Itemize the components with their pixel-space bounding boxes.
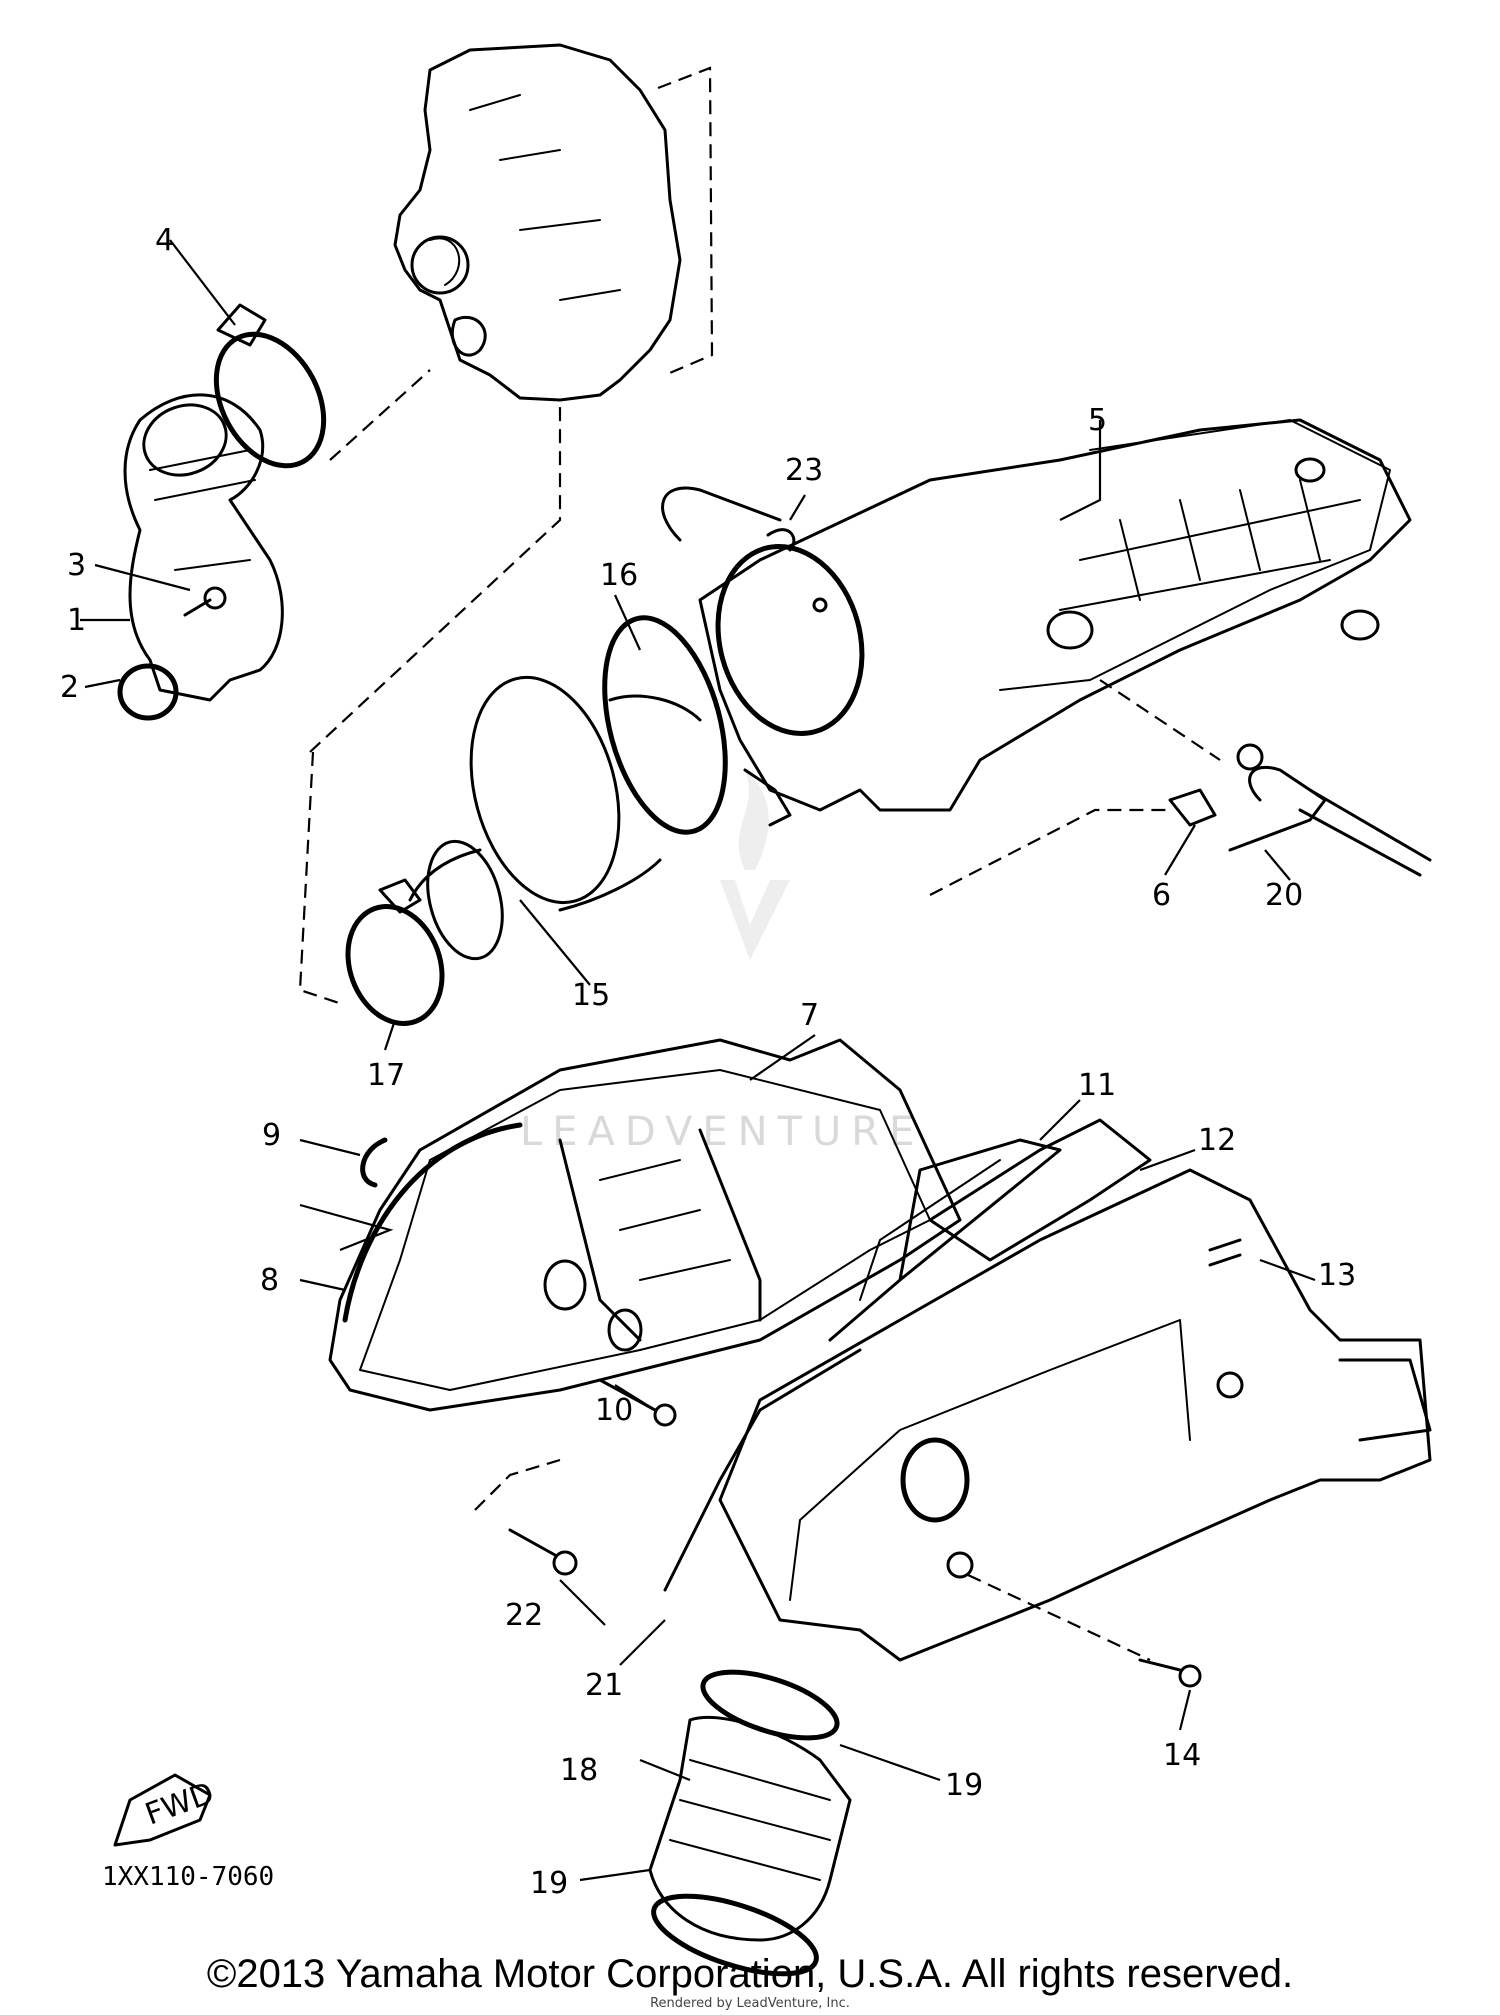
engine-housing [393, 43, 714, 402]
case-leader-dashed [929, 808, 1170, 896]
callout-20: 20 [1265, 878, 1303, 913]
callout-17: 17 [367, 1058, 405, 1093]
watermark-logo [720, 770, 790, 960]
callout-18: 18 [560, 1753, 598, 1788]
callout-16: 16 [600, 558, 638, 593]
callout-23: 23 [785, 453, 823, 488]
part-23-hose-clip [766, 528, 796, 552]
part-16-band [602, 615, 728, 835]
part-20-hose [1228, 743, 1432, 877]
hose-leader-dashed [1099, 679, 1221, 761]
callout-leaders [80, 239, 1316, 1882]
part-2-o-ring [117, 663, 179, 721]
part-4-clamp [213, 303, 327, 469]
drawing-code: 1XX110-7060 [102, 1862, 274, 1892]
part-12-element [928, 1118, 1152, 1262]
callout-5: 5 [1088, 403, 1107, 438]
part-9-ring [360, 1137, 388, 1188]
callout-15: 15 [572, 978, 610, 1013]
callout-6: 6 [1152, 878, 1171, 913]
callout-22: 22 [505, 1598, 543, 1633]
callout-13: 13 [1318, 1258, 1356, 1293]
part-6-fitting [1168, 788, 1217, 827]
callout-1: 1 [67, 603, 86, 638]
callout-4: 4 [155, 223, 174, 258]
part-19-clamp-lower [651, 1893, 819, 1977]
callout-21: 21 [585, 1668, 623, 1703]
assembly-frame-top [309, 400, 562, 753]
part-8-gasket [299, 1122, 523, 1323]
bolt-leader-dashed [474, 1458, 561, 1511]
callout-7: 7 [800, 998, 819, 1033]
callout-10: 10 [595, 1393, 633, 1428]
part-15-joint [408, 675, 702, 961]
part-17-clamp [345, 768, 792, 1026]
part-22-bolt [508, 1528, 578, 1576]
part-21-seal [663, 1348, 862, 1592]
part-11-element [828, 1138, 1062, 1342]
part-13-case-cap [718, 1168, 1432, 1662]
screw-leader-dashed [967, 1574, 1151, 1661]
rendered-by-credit: Rendered by LeadVenture, Inc. [650, 1996, 850, 2011]
fwd-label: FWD [141, 1776, 219, 1833]
part-7-air-cleaner-case [328, 1038, 962, 1412]
part-14-screw [1138, 1658, 1202, 1688]
part-1-intake-joint [123, 393, 284, 702]
watermark-text: LEADVENTURE [520, 1109, 924, 1155]
part-19-clamp-upper [700, 1669, 840, 1741]
joint-leader-line [329, 369, 431, 461]
callout-12: 12 [1198, 1123, 1236, 1158]
callout-2: 2 [60, 670, 79, 705]
copyright-notice: ©2013 Yamaha Motor Corporation, U.S.A. A… [206, 1952, 1294, 1996]
callout-19-lower: 19 [530, 1866, 568, 1901]
forward-arrow-icon [113, 1773, 212, 1847]
callout-11: 11 [1078, 1068, 1116, 1103]
assembly-frame-left [298, 751, 346, 1007]
part-3-screw [183, 586, 227, 617]
part-5-air-box-case [661, 418, 1412, 812]
callout-8: 8 [260, 1263, 279, 1298]
callout-14: 14 [1163, 1738, 1201, 1773]
callout-3: 3 [67, 548, 86, 583]
callout-19-upper: 19 [945, 1768, 983, 1803]
callout-9: 9 [262, 1118, 281, 1153]
